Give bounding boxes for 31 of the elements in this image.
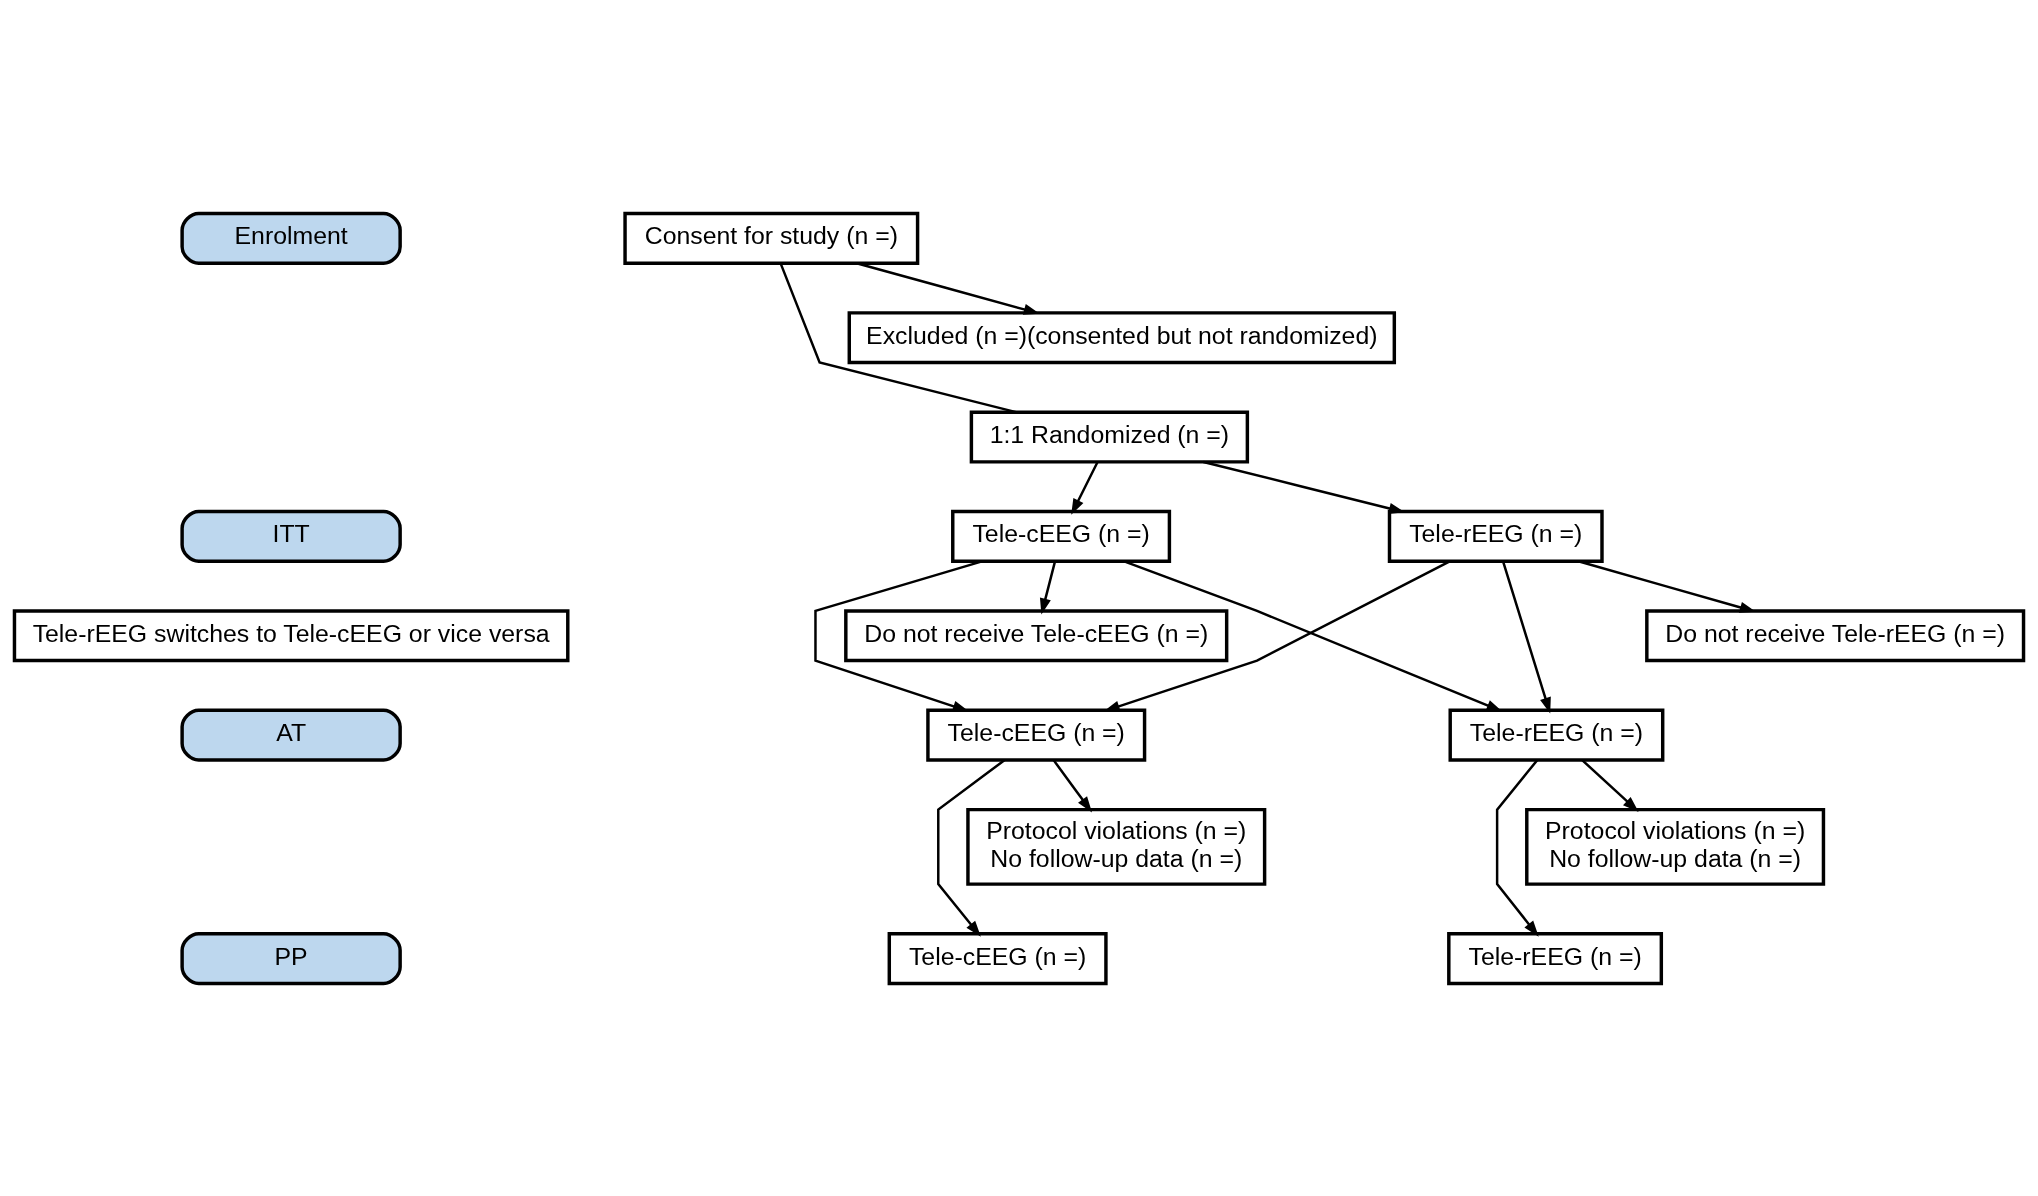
arrow	[1203, 460, 1405, 514]
arrow	[856, 261, 1040, 315]
node-box: 1:1 Randomized (n =)	[969, 410, 1250, 464]
arrow	[937, 758, 1006, 937]
arrow	[1501, 560, 1551, 714]
arrow	[1495, 758, 1539, 937]
node-box: Tele-rEEG (n =)	[1447, 931, 1664, 985]
node-box: Tele-cEEG (n =)	[951, 509, 1172, 563]
node-box: Consent for study (n =)	[623, 211, 920, 265]
connector	[779, 262, 1017, 413]
node-box: Protocol violations (n =) No follow-up data (n =)	[1525, 807, 1826, 886]
arrow	[814, 559, 983, 712]
arrow	[1581, 758, 1639, 812]
node-box: Do not receive Tele-rEEG (n =)	[1645, 608, 2026, 662]
node-box: AT	[180, 708, 402, 762]
node-box: Tele-cEEG (n =)	[887, 931, 1108, 985]
node-box: Tele-rEEG (n =)	[1387, 509, 1604, 563]
node-box: Tele-rEEG (n =)	[1448, 708, 1665, 762]
node-box: ITT	[180, 509, 402, 563]
node-box: Enrolment	[180, 211, 402, 265]
node-box: PP	[180, 931, 402, 985]
node-box: Protocol violations (n =) No follow-up data (n =)	[966, 807, 1267, 886]
node-box: Excluded (n =)(consented but not randomized)	[847, 310, 1397, 364]
node-box: Tele-cEEG (n =)	[926, 708, 1147, 762]
node-box: Tele-rEEG switches to Tele-cEEG or vice versa	[12, 608, 570, 662]
arrow	[1123, 559, 1503, 712]
arrow	[1071, 461, 1099, 515]
node-box: Do not receive Tele-cEEG (n =)	[844, 608, 1229, 662]
arrow	[1578, 559, 1756, 613]
arrow	[1039, 560, 1057, 614]
arrow	[1052, 758, 1093, 812]
